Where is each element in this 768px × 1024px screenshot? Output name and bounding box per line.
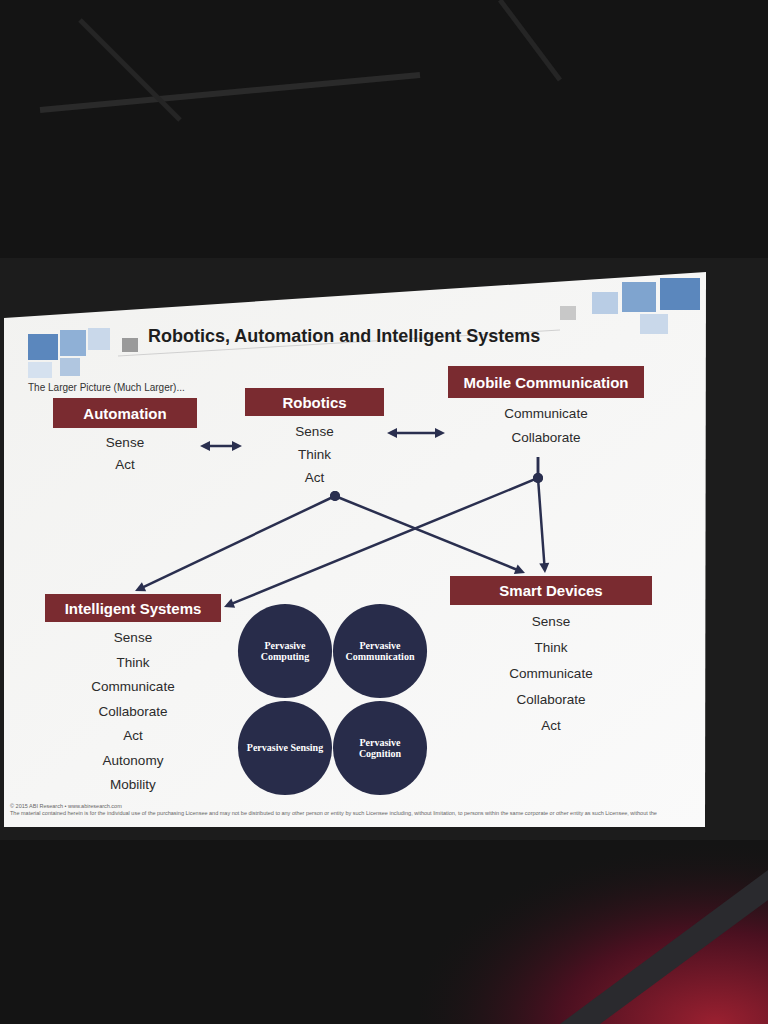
rig-bar [500, 0, 560, 80]
item-text: Mobility [49, 773, 217, 798]
item-text: Act [249, 466, 380, 489]
rig-bar [40, 75, 420, 110]
circle-label: Pervasive Computing [246, 640, 324, 663]
arrow-head [387, 428, 397, 438]
connector-line [208, 445, 234, 448]
category-box: Intelligent SystemsSenseThinkCommunicate… [45, 594, 221, 802]
copyright-note: © 2015 ABI Research • www.abiresearch.co… [10, 803, 122, 810]
item-text: Collaborate [49, 700, 217, 725]
deco-square [592, 292, 618, 314]
item-text: Autonomy [49, 749, 217, 774]
arrow-head [200, 441, 210, 451]
item-text: Communicate [452, 402, 640, 426]
circle-fill [238, 701, 332, 795]
item-text: Sense [49, 626, 217, 651]
deco-square [60, 330, 86, 356]
item-text: Sense [57, 432, 193, 454]
subtitle-note: The Larger Picture (Much Larger)... [28, 382, 185, 394]
connector [330, 491, 525, 574]
deco-square [622, 282, 656, 312]
deco-square [660, 278, 700, 310]
circle-label: Pervasive Communication [341, 640, 419, 663]
deco-square [28, 362, 52, 378]
stage-glow [420, 820, 768, 1024]
circle-fill [238, 604, 332, 698]
disclaimer-note: The material contained herein is for the… [10, 810, 700, 817]
item-text: Think [49, 651, 217, 676]
category-box: AutomationSenseAct [53, 398, 197, 480]
pervasive-circle: Pervasive Communication [332, 603, 428, 699]
item-list: SenseThinkAct [245, 416, 384, 493]
item-text: Sense [454, 609, 648, 635]
circle-text-group: Pervasive Sensing [246, 742, 324, 754]
junction-dot [533, 473, 543, 483]
screen-frame [0, 258, 768, 840]
category-box: Smart DevicesSenseThinkCommunicateCollab… [450, 576, 652, 743]
deco-square [60, 358, 80, 376]
rig-bar [80, 20, 180, 120]
item-text: Think [454, 635, 648, 661]
connector [200, 441, 242, 451]
junction-dot [533, 473, 543, 483]
circle-fill [333, 701, 427, 795]
category-box: Mobile CommunicationCommunicateCollabora… [448, 366, 644, 454]
header-band: Robotics [245, 388, 384, 416]
stage-edge [560, 870, 768, 1024]
item-text: Act [49, 724, 217, 749]
connector-line [395, 432, 437, 435]
connector-line [335, 496, 518, 570]
junction-dot [330, 491, 340, 501]
junction-dot [330, 491, 340, 501]
pervasive-circle: Pervasive Cognition [332, 700, 428, 796]
deco-square [88, 328, 110, 350]
item-list: SenseThinkCommunicateCollaborateAct [450, 605, 652, 743]
item-text: Collaborate [452, 426, 640, 450]
header-band: Intelligent Systems [45, 594, 221, 622]
arrow-head [232, 441, 242, 451]
circle-text-group: Pervasive Cognition [341, 737, 419, 760]
connector [533, 457, 549, 573]
arrow-head [514, 565, 525, 574]
arrow-head [539, 563, 549, 573]
item-text: Collaborate [454, 687, 648, 713]
item-text: Act [454, 713, 648, 739]
connector [135, 491, 340, 591]
circle-fill [333, 604, 427, 698]
deco-square [122, 338, 138, 352]
item-list: SenseAct [53, 428, 197, 480]
item-list: SenseThinkCommunicateCollaborateActAuton… [45, 622, 221, 802]
deco-square [640, 314, 668, 334]
arrow-head [224, 599, 235, 608]
item-text: Think [249, 443, 380, 466]
pervasive-circle: Pervasive Sensing [237, 700, 333, 796]
slide-title: Robotics, Automation and Intelligent Sys… [148, 326, 540, 347]
slide [4, 272, 706, 827]
item-text: Communicate [454, 661, 648, 687]
circle-label: Pervasive Sensing [246, 742, 324, 754]
pervasive-circle: Pervasive Computing [237, 603, 333, 699]
deco-square [560, 306, 576, 320]
circle-label: Pervasive Cognition [341, 737, 419, 760]
connector [387, 428, 445, 438]
item-text: Sense [249, 420, 380, 443]
deco-square [28, 334, 58, 360]
item-list: CommunicateCollaborate [448, 398, 644, 454]
item-text: Act [57, 454, 193, 476]
item-text: Communicate [49, 675, 217, 700]
header-band: Smart Devices [450, 576, 652, 605]
header-band: Mobile Communication [448, 366, 644, 398]
header-band: Automation [53, 398, 197, 428]
category-box: RoboticsSenseThinkAct [245, 388, 384, 493]
circle-text-group: Pervasive Communication [341, 640, 419, 663]
arrow-head [435, 428, 445, 438]
arrow-head [135, 582, 146, 591]
circle-text-group: Pervasive Computing [246, 640, 324, 663]
